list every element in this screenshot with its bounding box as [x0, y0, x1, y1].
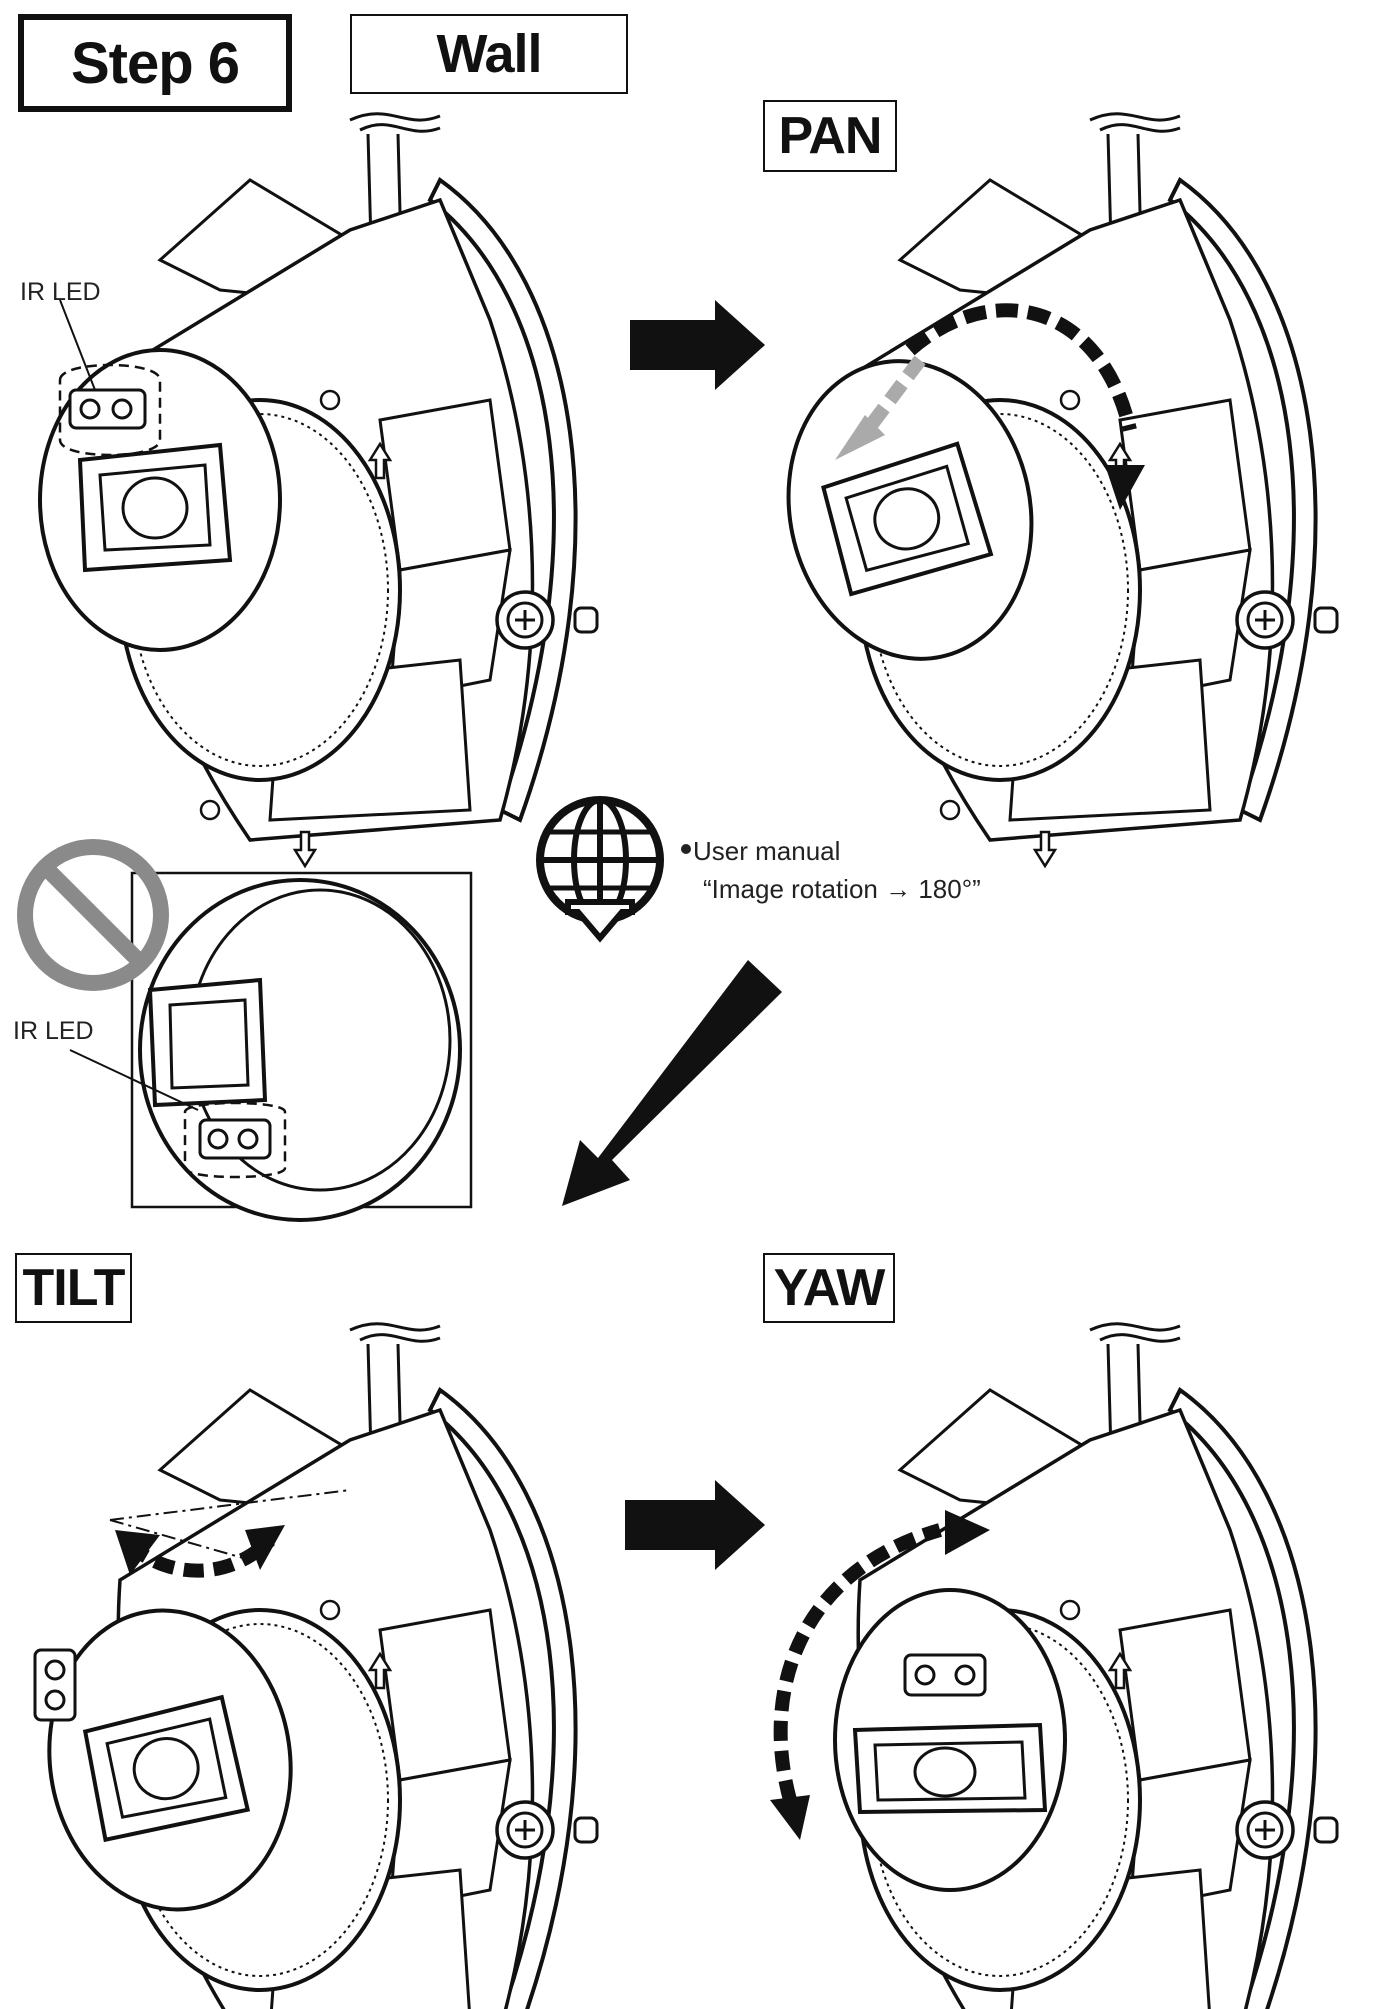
ir-led-label-inset: IR LED	[13, 1017, 94, 1045]
camera-pan	[759, 111, 1339, 869]
mount-type-label: Wall	[350, 14, 628, 94]
camera-tilt	[28, 1321, 600, 2009]
arrow-down-left-icon	[562, 960, 782, 1206]
step-label: Step 6	[18, 14, 292, 112]
yaw-label: YAW	[763, 1253, 895, 1323]
ir-led-label: IR LED	[20, 278, 101, 306]
arrow-right-icon	[625, 1480, 765, 1570]
bullet-dot	[681, 844, 691, 854]
globe-download-icon	[536, 796, 664, 943]
arrow-right-icon	[630, 300, 765, 390]
inset-camera-wrong	[138, 878, 462, 1222]
manual-note-line2: “Image rotation → 180°”	[703, 874, 981, 904]
prohibited-icon	[17, 839, 169, 991]
camera-yaw	[770, 1321, 1339, 2009]
manual-note-line1: User manual	[693, 836, 841, 866]
manual-note: User manual “Image rotation → 180°”	[693, 832, 981, 908]
pan-label: PAN	[763, 100, 897, 172]
camera-initial	[38, 111, 600, 869]
tilt-label: TILT	[15, 1253, 132, 1323]
